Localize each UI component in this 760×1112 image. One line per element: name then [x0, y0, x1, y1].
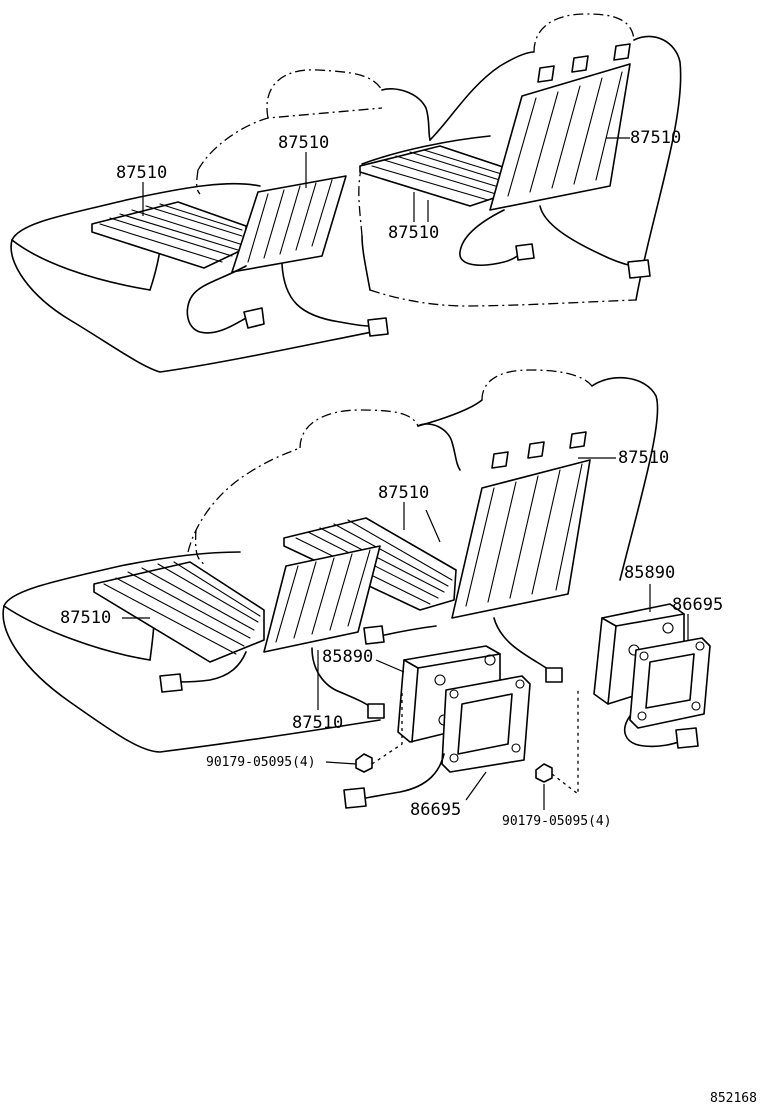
nut-center	[355, 690, 403, 773]
heater-pad-bottom-left-seat	[93, 561, 265, 663]
label-87510-bottom-center-back: 87510	[292, 713, 343, 733]
heater-pad-top-left-seat	[91, 201, 247, 269]
label-87510-bottom-center-seat: 87510	[378, 483, 429, 503]
nut-right	[535, 690, 579, 796]
top-seat-assembly	[10, 13, 682, 373]
heater-pad-bottom-right-back	[451, 431, 591, 619]
heater-pad-top-right-seat	[359, 145, 513, 207]
label-87510-top-right-back: 87510	[630, 128, 681, 148]
bracket-center	[343, 675, 531, 809]
callouts: 87510 87510 87510 87510 87510 87510 8751…	[60, 128, 757, 1106]
bottom-seat-assembly	[2, 369, 711, 809]
label-87510-bottom-left-seat: 87510	[60, 608, 111, 628]
label-nut-right: 90179-05095(4)	[502, 814, 612, 829]
label-87510-bottom-right-back: 87510	[618, 448, 669, 468]
label-85890-center: 85890	[322, 647, 373, 667]
heater-pad-top-right-back	[489, 43, 631, 211]
bracket-right	[623, 637, 711, 749]
label-86695-right: 86695	[672, 595, 723, 615]
label-85890-right: 85890	[624, 563, 675, 583]
figure-id: 852168	[710, 1091, 757, 1106]
label-86695-center: 86695	[410, 800, 461, 820]
label-nut-left: 90179-05095(4)	[206, 755, 316, 770]
label-87510-top-right-seat: 87510	[388, 223, 439, 243]
heater-pad-bottom-center-back	[263, 545, 381, 653]
label-87510-top-left-back: 87510	[278, 133, 329, 153]
heater-pad-top-left-back	[231, 175, 347, 273]
label-87510-top-left-seat: 87510	[116, 163, 167, 183]
